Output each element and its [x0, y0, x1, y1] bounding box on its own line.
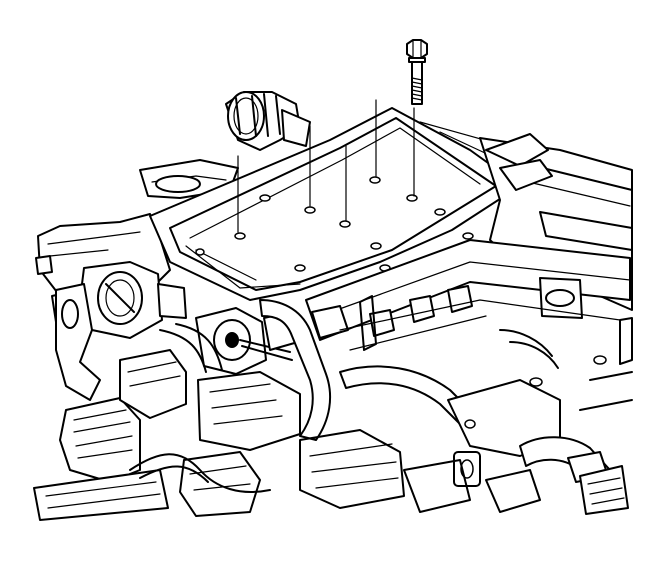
sensor-cluster	[195, 307, 299, 375]
mounting-bracket	[55, 283, 101, 401]
cover-bolt-holes	[195, 176, 474, 272]
intake-elbow	[225, 91, 311, 151]
spark-plug-wires	[159, 323, 559, 373]
wiring-harness	[33, 349, 271, 521]
fuel-rail	[305, 239, 631, 341]
bolt-centerlines	[237, 99, 415, 233]
intake-plenum-cover	[149, 107, 541, 301]
bolt	[406, 39, 428, 105]
engine-block-lower	[179, 295, 633, 517]
coolant-hoses	[259, 299, 629, 515]
